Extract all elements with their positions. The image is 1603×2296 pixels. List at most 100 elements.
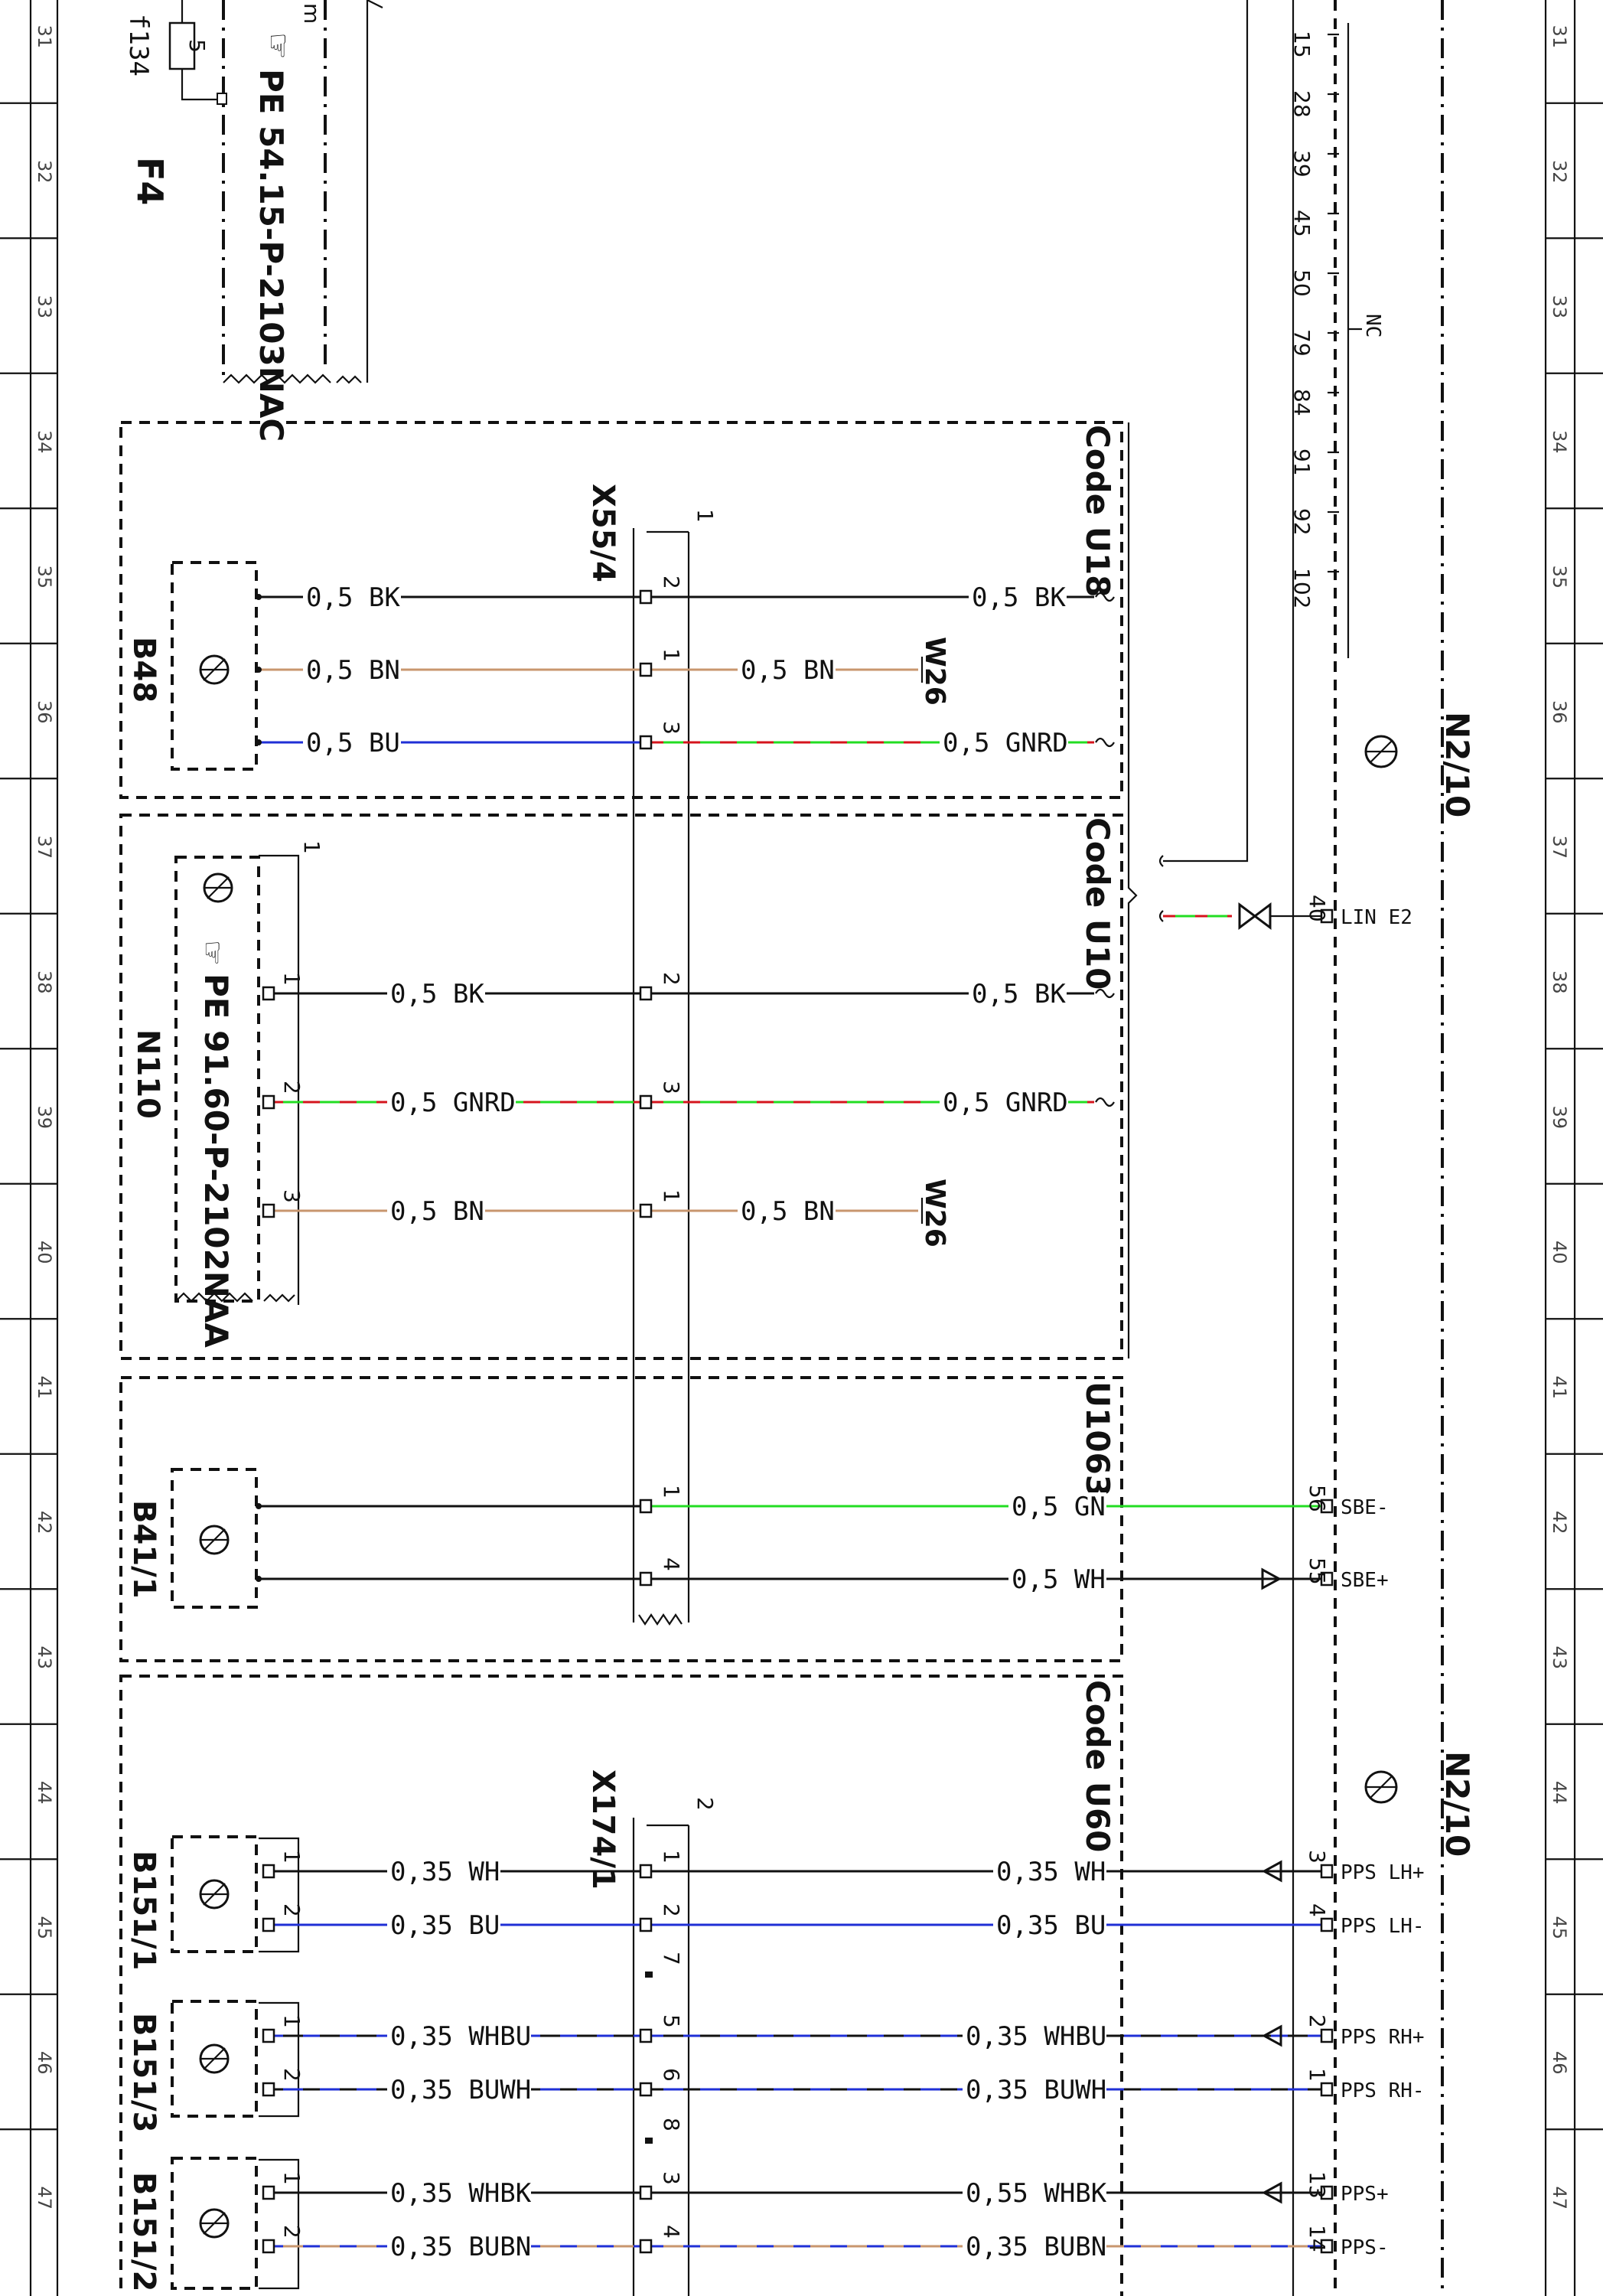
b48-wire-label-1-left: 0,5 BN — [306, 655, 400, 686]
b41-wire-1-label: 0,5 WH — [1012, 1564, 1106, 1595]
n110-wire-2-label-right-bg — [738, 1197, 836, 1225]
pe-icon-n110: ☞ — [196, 940, 230, 966]
b151-pin-0: 1 — [279, 1850, 305, 1864]
b151-terminal-0 — [262, 1864, 275, 1879]
x174-terminal-2 — [639, 2028, 653, 2043]
b41-1-sensor: B41/1 — [126, 1468, 258, 1609]
ruler-right-40: 40 — [1549, 1241, 1570, 1264]
n2-pin-ppsrhp: 2 — [1305, 2014, 1330, 2028]
x174-terminal-1 — [639, 1917, 653, 1932]
u60-wire-1-label-left-bg — [387, 1911, 500, 1939]
ruler-right-37: 37 — [1549, 836, 1570, 859]
b48-wire-label-2-left: 0,5 BU — [306, 728, 400, 758]
u60-wire-3-label-right: 0,35 BUWH — [966, 2075, 1106, 2105]
n110-pin-1: 2 — [279, 1081, 305, 1094]
top-pin-91: 91 — [1289, 448, 1315, 476]
signal-ppsm: PPS- — [1341, 2236, 1389, 2259]
ruler-right-32: 32 — [1549, 160, 1570, 184]
b48-wire-label-2-right: 0,5 GNRD — [943, 728, 1068, 758]
n2-terminal-ppsm — [1320, 2239, 1334, 2254]
x174-1-label: X174/1 — [585, 1769, 621, 1890]
ruler-right-31: 31 — [1549, 25, 1570, 49]
n2-pin-ppslhm: 4 — [1305, 1903, 1330, 1917]
b151-1-label: B151/1 — [126, 1851, 161, 1970]
signal-ppslhm: PPS LH- — [1341, 1915, 1425, 1938]
b151-3-label: B151/3 — [126, 2013, 161, 2132]
x55-pin-b-0: 2 — [659, 972, 684, 986]
x174-pin-unused-0: 7 — [659, 1952, 684, 1965]
signal-sbem: SBE- — [1341, 1496, 1389, 1519]
b48-wire-label-2-left-bg — [303, 729, 401, 756]
u60-wire-0-label-right-bg — [993, 1857, 1106, 1885]
b48-sensor: B48 — [126, 561, 258, 771]
b151-pin-1: 2 — [279, 1903, 305, 1917]
ruler-right-39: 39 — [1549, 1106, 1570, 1130]
n2-terminal-lin — [1320, 908, 1334, 924]
u60-wire-3-label-left: 0,35 BUWH — [390, 2075, 531, 2105]
top-pin-50: 50 — [1289, 269, 1315, 297]
ruler-left-37: 37 — [34, 836, 55, 859]
u60-wire-2-label-left: 0,35 WHBU — [390, 2021, 531, 2052]
ruler-left-40: 40 — [34, 1241, 55, 1264]
ruler-right-43: 43 — [1549, 1646, 1570, 1670]
n2-terminal-sbem — [1320, 1499, 1334, 1514]
x55-terminal-0 — [639, 589, 653, 605]
u60-wire-1-label-right-bg — [993, 1911, 1106, 1939]
n2-10-icon-top — [1364, 735, 1398, 768]
u60-wire-4-label-right-bg — [963, 2179, 1106, 2206]
u60-wire-4-label-left: 0,35 WHBK — [390, 2178, 532, 2209]
u60-wire-4-label-right: 0,55 WHBK — [966, 2178, 1107, 2209]
b151-pin-4: 1 — [279, 2171, 305, 2185]
u60-wire-2-label-right: 0,35 WHBU — [966, 2021, 1106, 2052]
b151-1-sensor-icon — [199, 1879, 230, 1910]
b48-wire-label-1-right-bg — [738, 656, 836, 683]
top-pin-15: 15 — [1289, 31, 1315, 58]
u60-wire-5-label-right-bg — [963, 2232, 1106, 2260]
n110-wire-0-label-right: 0,5 BK — [972, 979, 1066, 1009]
u1063-box — [119, 1376, 1123, 1662]
x55-terminal-c-1 — [639, 1571, 653, 1587]
b151-3-sensor: B151/3 — [126, 2000, 300, 2132]
ruler-right-41: 41 — [1549, 1376, 1570, 1400]
w26-label-b: W26 — [919, 1179, 950, 1247]
ruler-left-36: 36 — [34, 700, 55, 724]
pe-91-label: PE 91.60-P-2102NAA — [197, 974, 235, 1348]
ruler-left-41: 41 — [34, 1376, 55, 1400]
b48-wire-label-2-right-bg — [940, 729, 1068, 756]
ruler-left-33: 33 — [34, 295, 55, 319]
code-u60-box — [119, 1675, 1123, 2296]
top-pin-102: 102 — [1289, 568, 1315, 608]
top-pin-45: 45 — [1289, 210, 1315, 237]
u60-wire-1-label-right: 0,35 BU — [996, 1910, 1106, 1941]
top-pin-39: 39 — [1289, 150, 1315, 178]
ruler-left-47: 47 — [34, 2187, 55, 2210]
b151-terminal-4 — [262, 2185, 275, 2200]
u60-wire-0-label-right: 0,35 WH — [996, 1857, 1106, 1887]
signal-sbep: SBE+ — [1341, 1569, 1389, 1592]
x55-pin-c-1: 4 — [659, 1557, 684, 1571]
code-u10-label: Code U10 — [1079, 817, 1116, 990]
u60-wire-4-label-left-bg — [387, 2179, 531, 2206]
b41-wire-0-label-bg — [1008, 1492, 1106, 1520]
x174-pin-5: 4 — [659, 2225, 684, 2239]
x55-4-pin-count: 1 — [692, 509, 718, 523]
ruler-right-47: 47 — [1549, 2187, 1570, 2210]
u60-wire-2-label-right-bg — [963, 2022, 1106, 2050]
n2-terminal-ppsrhm — [1320, 2082, 1334, 2097]
n110-terminal-1 — [262, 1094, 275, 1110]
u60-wire-3-label-right-bg — [963, 2076, 1106, 2103]
n110-module: 1 ☞ PE 91.60-P-2102NAA N110 — [130, 840, 324, 1348]
n2-pin-sbem: 56 — [1305, 1485, 1330, 1512]
ruler-right-33: 33 — [1549, 295, 1570, 319]
top-pin-79: 79 — [1289, 329, 1315, 357]
n110-wire-1-label-right-bg — [940, 1088, 1068, 1116]
ruler-right-35: 35 — [1549, 566, 1570, 589]
b151-2-label: B151/2 — [126, 2172, 161, 2291]
x55-pin-a-2: 3 — [659, 721, 684, 735]
x174-1-pin-count: 2 — [692, 1797, 718, 1811]
ruler-left-46: 46 — [34, 2051, 55, 2075]
ruler-left-45: 45 — [34, 1916, 55, 1940]
x55-terminal-1 — [639, 662, 653, 677]
n2-10-icon-bottom — [1364, 1770, 1398, 1804]
x55-terminal-b-0 — [639, 986, 653, 1001]
